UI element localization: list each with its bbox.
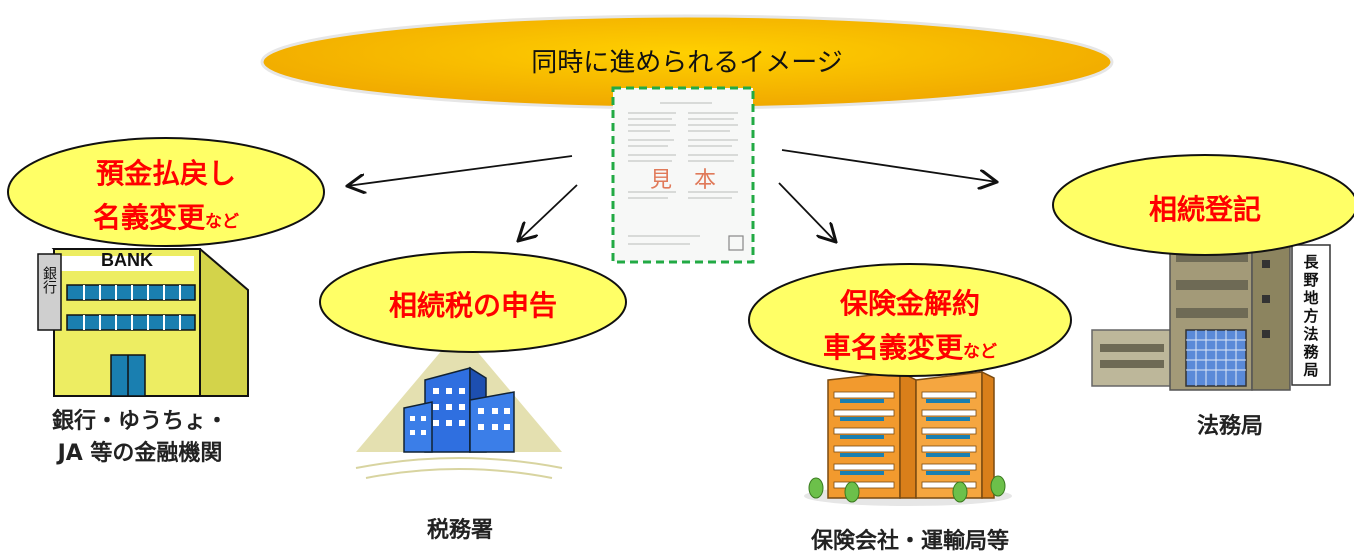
arrow-to-bank [347,155,573,186]
legal-sign-char: 野 [1303,271,1319,289]
bank-caption-line1: 銀行・ゆうちょ・ [51,409,228,434]
tax-office-building [355,330,563,479]
bubble-legal [1052,154,1354,256]
insurance-caption: 保険会社・運輸局等 [810,529,1009,554]
bank-bubble-line2: 名義変更など [46,196,286,236]
insurance-bubble-line1: 保険金解約 [839,287,980,320]
arrow-to-insurance [778,182,836,242]
diagram-title: 同時に進められるイメージ [531,48,843,78]
legal-bureau-building [1091,231,1331,391]
legal-sign-char: 法 [1303,325,1319,343]
legal-sign-char: 地 [1303,289,1319,307]
legal-bubble: 相続登記 [1148,193,1261,226]
legal-sign-char: 方 [1303,307,1319,325]
legal-sign-char: 長 [1303,253,1319,271]
arrow-to-legal [781,149,997,182]
bubble-bank [7,137,325,247]
tax-caption: 税務署 [426,518,493,543]
arrow-to-tax [518,184,578,241]
bank-caption-line2: JA 等の金融機関 [57,441,223,466]
bubble-tax [319,251,627,353]
bank-sign: BANK [101,250,153,270]
insurance-building [804,370,1012,506]
arrows [347,149,997,242]
bank-bubble-line2-main: 名義変更 [92,201,205,234]
legal-sign: 長 野 地 方 法 務 局 [1292,253,1330,379]
legal-sign-char: 務 [1303,343,1319,361]
bank-bubble-line2-suffix: など [205,212,239,232]
insurance-bubble-line2: 車名義変更など [790,326,1030,366]
tax-bubble: 相続税の申告 [388,289,557,322]
insurance-bubble-line2-main: 車名義変更 [822,331,963,364]
legal-sign-char: 局 [1303,361,1319,379]
insurance-bubble-line2-suffix: など [963,342,997,362]
bank-bubble-line1: 預金払戻し [95,157,236,190]
certificate-stamp: 見 本 [649,168,716,193]
certificate-document [611,86,755,264]
bank-building [37,248,249,397]
legal-caption: 法務局 [1196,414,1263,439]
bubble-insurance [748,263,1072,377]
bank-side-sign: 銀行 [41,266,57,294]
